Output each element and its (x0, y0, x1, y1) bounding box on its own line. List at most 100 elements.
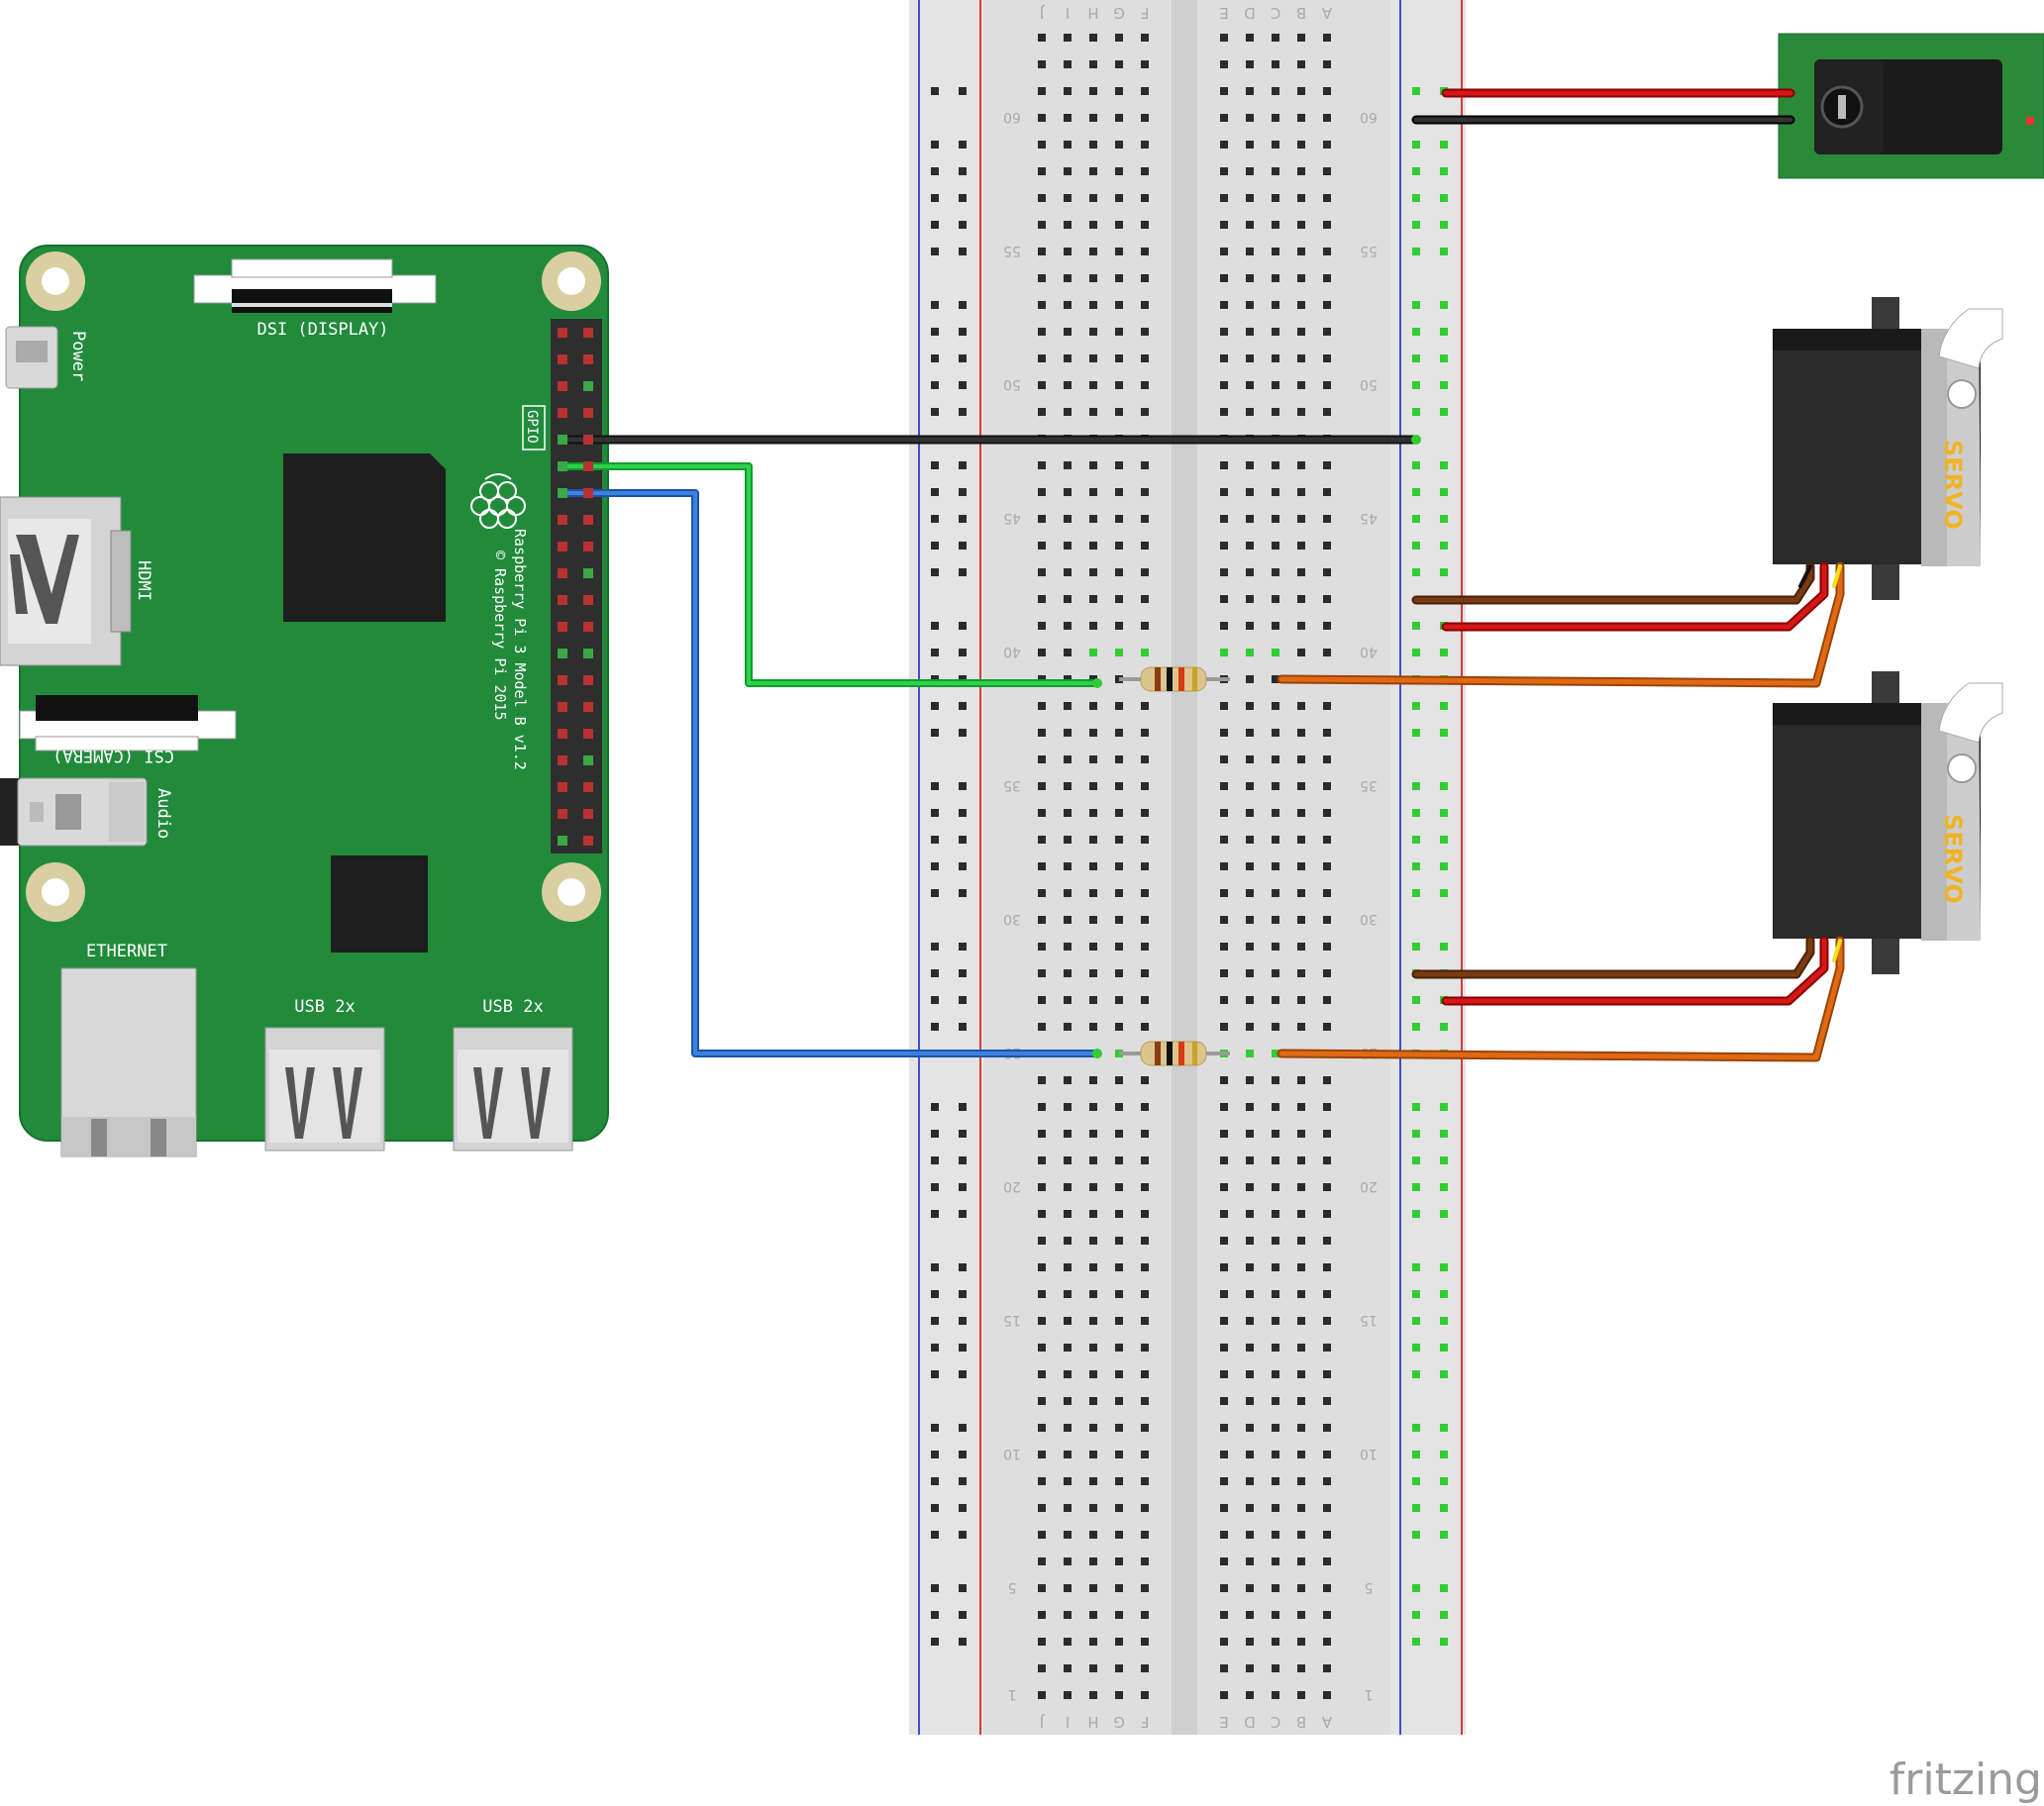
breadboard-hole (1272, 408, 1279, 416)
gpio-pin (583, 836, 593, 846)
rail-hole (959, 1370, 967, 1378)
breadboard-hole (1272, 354, 1279, 362)
row-number: 10 (1003, 1446, 1021, 1461)
breadboard-hole (1141, 782, 1149, 790)
breadboard-hole (1141, 1664, 1149, 1672)
breadboard-hole (1297, 542, 1305, 550)
rail-hole-connected (1440, 1317, 1448, 1325)
breadboard-hole (1064, 1584, 1072, 1592)
breadboard-hole (1141, 408, 1149, 416)
rail-hole (959, 649, 967, 656)
breadboard-hole (1141, 1397, 1149, 1405)
breadboard-hole (1246, 862, 1254, 870)
breadboard-hole (1220, 1156, 1228, 1164)
breadboard-hole (1297, 862, 1305, 870)
rail-hole-connected (1440, 354, 1448, 362)
model-line2: © Raspberry Pi 2015 (491, 551, 509, 721)
row-number: 55 (1003, 243, 1021, 258)
rail-hole-connected (1440, 862, 1448, 870)
breadboard-hole (1064, 1664, 1072, 1672)
rail-hole (959, 1317, 967, 1325)
rail-hole-connected (1440, 488, 1448, 496)
rail-hole-connected (1412, 836, 1420, 844)
breadboard-hole (1115, 1397, 1123, 1405)
breadboard-hole (1115, 1023, 1123, 1031)
breadboard-hole (1272, 1451, 1279, 1458)
row-number: 60 (1360, 109, 1378, 125)
breadboard-hole (1038, 328, 1046, 336)
breadboard-hole (1323, 916, 1331, 924)
row-number: 20 (1003, 1178, 1021, 1194)
breadboard-hole (1089, 1103, 1097, 1111)
rail-hole (931, 1317, 939, 1325)
breadboard-hole (1272, 702, 1279, 710)
rail-hole (931, 969, 939, 977)
breadboard-hole (1089, 1263, 1097, 1271)
breadboard-hole (1038, 755, 1046, 763)
breadboard-hole (1297, 461, 1305, 469)
breadboard-hole (1089, 1183, 1097, 1191)
rail-hole (959, 889, 967, 897)
breadboard-hole (1272, 595, 1279, 603)
breadboard-hole (1323, 1664, 1331, 1672)
breadboard-hole (1220, 1504, 1228, 1512)
breadboard-hole (1220, 943, 1228, 951)
breadboard-hole (1064, 1290, 1072, 1298)
breadboard-hole (1323, 60, 1331, 68)
breadboard-hole (1115, 34, 1123, 42)
breadboard-hole (1220, 1397, 1228, 1405)
breadboard-hole (1064, 996, 1072, 1004)
breadboard-hole (1220, 1424, 1228, 1432)
rail-hole-connected (1440, 194, 1448, 202)
resistor-1 (1119, 666, 1230, 692)
rail-hole-connected (1412, 1183, 1420, 1191)
breadboard-hole (1220, 1557, 1228, 1565)
gpio-pin (558, 595, 567, 605)
breadboard-hole (1064, 1424, 1072, 1432)
breadboard-hole (1089, 542, 1097, 550)
rail-hole-connected (1412, 1317, 1420, 1325)
rail-hole-connected (1412, 996, 1420, 1004)
breadboard-hole (1246, 34, 1254, 42)
rail-hole (931, 836, 939, 844)
rail-hole-connected (1440, 1344, 1448, 1352)
breadboard-hole (1272, 488, 1279, 496)
model-line1: Raspberry Pi 3 Model B v1.2 (511, 529, 529, 770)
wires (558, 88, 1845, 1062)
breadboard-hole (1141, 328, 1149, 336)
breadboard-hole (1141, 354, 1149, 362)
breadboard-hole (1297, 1370, 1305, 1378)
rail-hole (931, 1451, 939, 1458)
breadboard-hole (1141, 1451, 1149, 1458)
rail-hole-connected (1440, 221, 1448, 229)
rail-hole-connected (1440, 809, 1448, 817)
gpio-pin (558, 755, 567, 765)
rail-hole-connected (1412, 354, 1420, 362)
breadboard-hole (1141, 1638, 1149, 1646)
rail-hole (959, 1638, 967, 1646)
dsi-label: DSI (DISPLAY) (256, 320, 388, 340)
breadboard-hole (1064, 1076, 1072, 1084)
breadboard-hole (1220, 141, 1228, 149)
breadboard-hole (1038, 1638, 1046, 1646)
rail-hole-connected (1440, 542, 1448, 550)
rail-hole (959, 1210, 967, 1218)
rail-hole (959, 862, 967, 870)
breadboard-hole (1115, 1183, 1123, 1191)
servo-2: SERVO (1773, 671, 2003, 974)
breadboard-hole (1220, 836, 1228, 844)
rail-hole (931, 1156, 939, 1164)
gpio-pin (583, 381, 593, 391)
breadboard-hole (1038, 1531, 1046, 1539)
breadboard-hole (1141, 221, 1149, 229)
wire-servo2-orange (1278, 938, 1843, 1060)
breadboard-hole (1297, 943, 1305, 951)
breadboard-hole (1272, 274, 1279, 282)
gpio-pin (583, 435, 593, 445)
breadboard-hole (1064, 622, 1072, 630)
breadboard-hole (1220, 1370, 1228, 1378)
breadboard-hole (1038, 862, 1046, 870)
breadboard-hole (1038, 1130, 1046, 1138)
breadboard-hole (1115, 1210, 1123, 1218)
breadboard-hole (1064, 729, 1072, 737)
